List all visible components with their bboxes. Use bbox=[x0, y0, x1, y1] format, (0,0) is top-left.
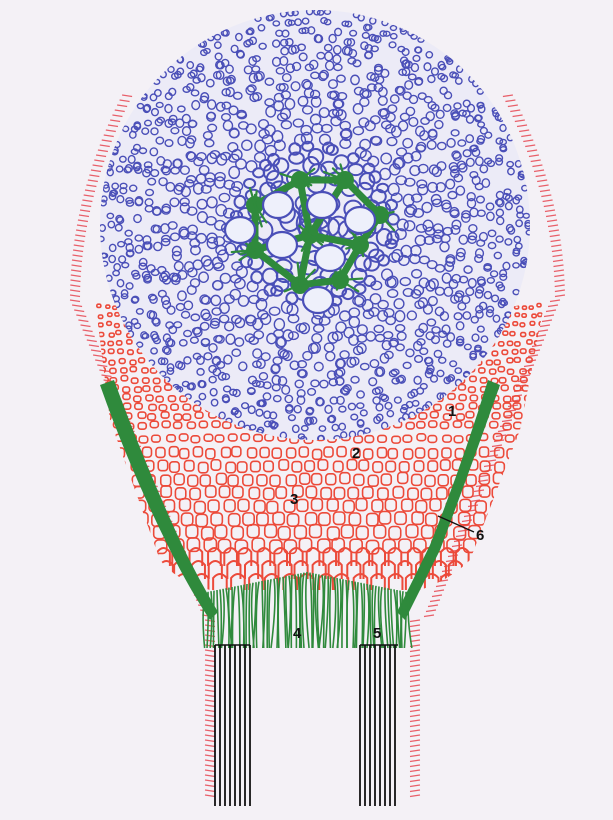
green-band-left bbox=[100, 380, 218, 620]
label-5: 5 bbox=[373, 626, 381, 641]
label-4: 4 bbox=[293, 626, 301, 641]
label-3: 3 bbox=[290, 492, 298, 507]
label-2: 2 bbox=[352, 446, 360, 461]
label-1: 1 bbox=[448, 404, 456, 419]
label-6: 6 bbox=[476, 528, 484, 543]
hair-shaft-columns bbox=[215, 645, 398, 806]
